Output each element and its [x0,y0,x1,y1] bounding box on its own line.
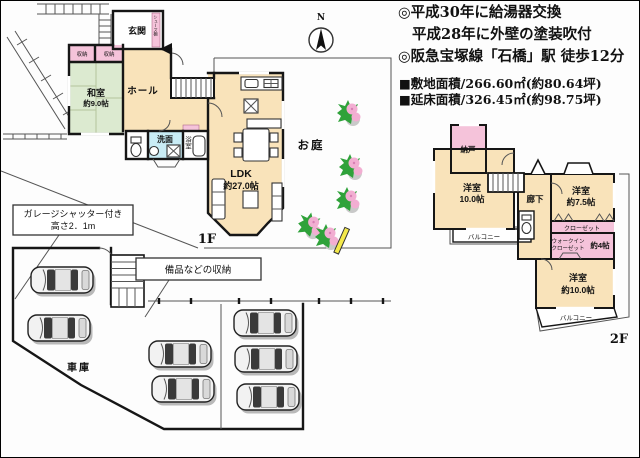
floor1-windows [67,17,285,187]
north-label: N [317,13,325,23]
storeroom-label: 納戸 [461,144,476,154]
west-room2-label: 洋室 [572,185,590,196]
roof-outline-right [536,173,630,332]
west-room3 [536,259,614,308]
ldk-label: LDK [230,168,252,180]
balcony-west-label: バルコニー [468,233,500,241]
parked-cars [27,266,303,415]
hall-room [123,49,214,131]
bathtub-icon [192,135,206,157]
floor2-windows [432,123,616,310]
floor1-plan: 玄関 シューズ棚 ホール 和室 約9.0帖 収納 収納 洗面 浴室 LDK 約2… [1,3,392,255]
wic-label-1: ウォークイン [551,237,585,245]
garden-plants [295,100,363,250]
survey-pole [333,226,351,255]
note-renovation-1: ◎平成30年に給湯器交換 [398,3,562,21]
living-furniture [211,178,283,222]
storage-note-box: 備品などの収納 [135,257,262,281]
west-room1-size: 10.0帖 [459,194,485,204]
hall-label: ホール [127,86,159,97]
kitchen-furniture [240,76,283,129]
balcony-south-label: バルコニー [560,314,592,322]
notes-block: ◎平成30年に給湯器交換 平成28年に外壁の塗装吹付 ◎阪急宝塚線「石橋」駅 徒… [398,3,625,107]
ldk-size: 約27.0帖 [223,180,259,191]
toilet-2f [518,210,535,240]
note-renovation-2: 平成28年に外壁の塗装吹付 [412,25,592,43]
washroom-label: 洗面 [157,134,173,144]
toilet-icon-1f [130,136,142,158]
bathroom-label: 浴室 [184,135,192,150]
corridor-label: 廊下 [526,194,544,204]
closet-left-label: 収納 [76,50,88,58]
west-room1-label: 洋室 [463,182,481,193]
note-station: ◎阪急宝塚線「石橋」駅 徒歩12分 [398,47,625,65]
west-room2 [551,174,614,221]
garage-plan: ガレージシャッター付き 高さ2．1m 備品などの収納 車庫 [11,204,391,431]
fence-line [148,298,391,304]
entrance-label: 玄関 [128,25,146,36]
garden-label: お庭 [298,138,325,152]
floor2-label: 2F [610,332,629,347]
closet-door-icons [553,213,615,222]
shutter-note-line2: 高さ2．1m [51,220,96,231]
closet-left [69,45,95,62]
stairs-1f [170,77,215,99]
note-land-area: ■敷地面積/266.60㎡(約80.64坪) [399,76,602,91]
washstand-icon [148,144,181,158]
dormer-windows [530,158,594,175]
closet-2f-label: クローゼット [564,225,600,233]
japanese-room-size: 約9.0帖 [83,98,109,108]
shutter-note-line1: ガレージシャッター付き [24,209,123,219]
garden-boundary [204,57,392,249]
west-room2-size: 約7.5帖 [567,197,596,207]
floor2-plan: 納戸 洋室 10.0帖 廊下 洋室 約7.5帖 クローゼット ウォークイン クロ… [432,123,630,347]
entrance-arrow-icon [160,43,172,55]
floor2-doors [501,152,582,271]
west-room3-label: 洋室 [569,272,587,283]
compass: N [308,13,334,53]
storage-note-label: 備品などの収納 [165,264,232,276]
shoe-shelf [151,12,161,48]
closet-right-label: 収納 [103,50,115,58]
note-floor-area: ■延床面積/326.45㎡(約98.75坪) [399,92,602,107]
floor1-label: 1F [198,232,217,247]
stairs-2f [487,172,525,193]
wic-label-2: クローゼット [551,244,584,252]
west-room3-size: 約10.0帖 [561,285,595,295]
dining-furniture [233,128,279,162]
tatami-grid [69,62,123,134]
shoe-shelf-label: シューズ棚 [154,15,159,37]
shutter-note-box: ガレージシャッター付き 高さ2．1m [12,204,134,236]
north-arrow-icon [316,28,326,50]
wic-size: 約4帖 [590,240,610,250]
floor1-doors [152,52,223,168]
garage-label: 車庫 [67,361,91,374]
japanese-room-label: 和室 [86,87,105,98]
closet-2f [551,221,614,233]
